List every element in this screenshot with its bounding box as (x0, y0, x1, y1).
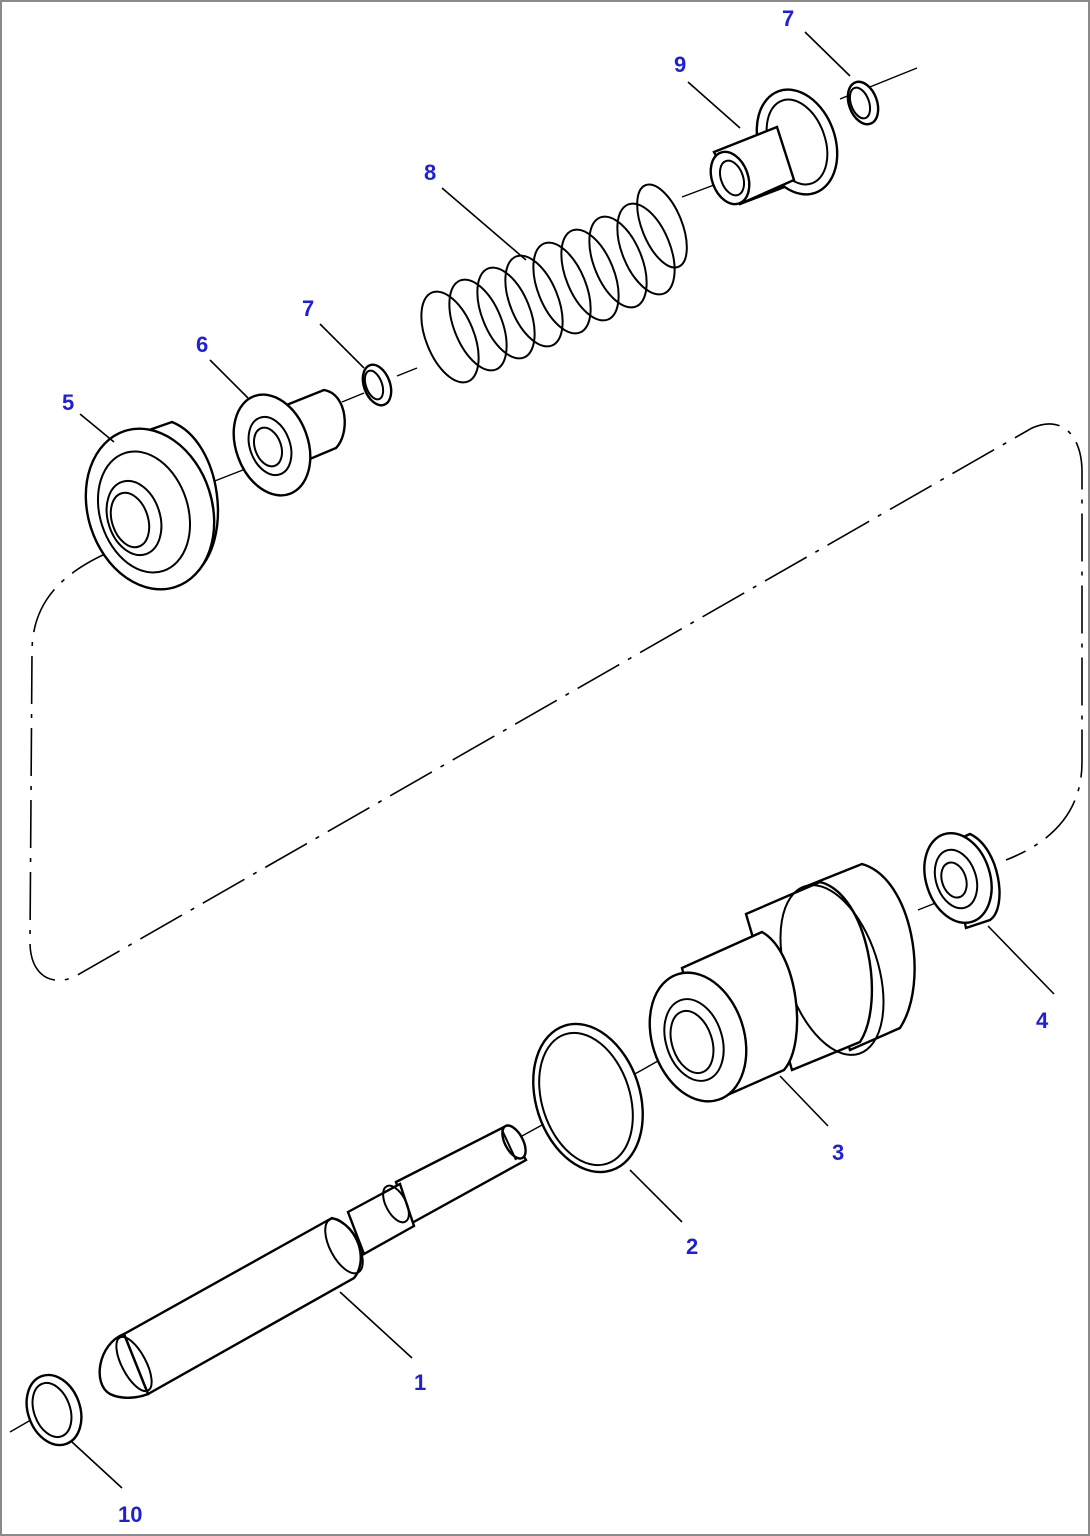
callout-6: 6 (196, 332, 208, 357)
callout-10: 10 (118, 1502, 142, 1527)
part-6-spring-seat (232, 388, 346, 497)
part-10-snap-ring (25, 1373, 83, 1447)
callout-4: 4 (1036, 1008, 1049, 1033)
callout-7-lower: 7 (302, 296, 314, 321)
callout-1: 1 (414, 1370, 426, 1395)
part-3-housing (648, 862, 916, 1103)
part-4-seal (923, 831, 1001, 930)
phantom-assembly-outline (29, 423, 1083, 982)
part-2-o-ring (532, 1022, 644, 1174)
assembly-axis (9, 67, 949, 1433)
callout-8: 8 (424, 160, 436, 185)
part-9-flanged-bushing (709, 88, 839, 206)
callout-7-upper: 7 (782, 6, 794, 31)
callouts: 7 9 8 7 6 5 4 3 2 1 10 (62, 6, 1049, 1527)
part-1-spool (98, 1124, 528, 1399)
part-7-snap-ring-upper (846, 80, 880, 126)
part-7-snap-ring-lower (361, 363, 393, 407)
callout-9: 9 (674, 52, 686, 77)
callout-2: 2 (686, 1234, 698, 1259)
part-5-cap (84, 420, 220, 591)
callout-3: 3 (832, 1140, 844, 1165)
callout-5: 5 (62, 390, 74, 415)
leader-lines (71, 31, 1055, 1489)
part-8-coil-spring (420, 183, 688, 384)
